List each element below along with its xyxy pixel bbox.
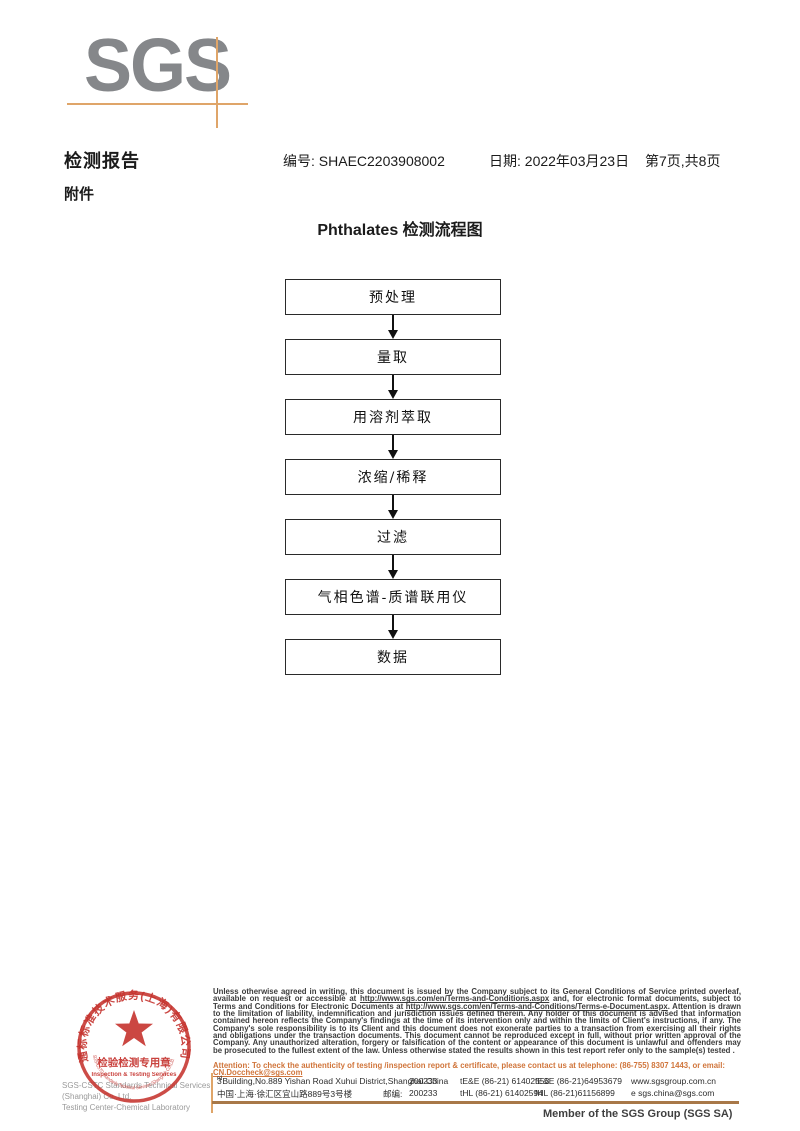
attention-text: Attention: To check the authenticity of …	[213, 1061, 725, 1070]
member-text: Member of the SGS Group (SGS SA)	[543, 1108, 733, 1120]
report-number: 编号: SHAEC2203908002	[283, 153, 445, 169]
stamp-title-cn: 检验检测专用章	[97, 1056, 171, 1069]
flow-step-filter: 过滤	[285, 519, 501, 555]
doccheck-email-link[interactable]: CN.Doccheck@sgs.com	[213, 1068, 303, 1078]
report-title: 检测报告	[64, 151, 140, 171]
flow-step-measure: 量取	[285, 339, 501, 375]
legal-seg3: . Attention is drawn to the limitation o…	[213, 1001, 741, 1055]
attention-note: Attention: To check the authenticity of …	[213, 1062, 741, 1077]
flow-arrow-icon	[285, 375, 501, 399]
footer-divider	[212, 1101, 739, 1104]
legal-text: Unless otherwise agreed in writing, this…	[213, 987, 742, 1055]
e-document-link[interactable]: http://www.sgs.com/en/Terms-and-Conditio…	[405, 1001, 668, 1011]
flowchart: 预处理 量取 用溶剂萃取 浓缩/稀释 过滤 气相色谱-质谱联用仪 数据	[285, 279, 501, 675]
legal-seg2: and, for electronic format documents, su…	[213, 994, 742, 1011]
website-link[interactable]: www.sgsgroup.com.cn	[631, 1076, 717, 1086]
stamp-title-en: Inspection & Testing Services	[92, 1072, 178, 1078]
postcode-label: 邮编:	[383, 1089, 403, 1099]
logo-underline	[67, 103, 248, 105]
legal-seg1: Unless otherwise agreed in writing, this…	[213, 987, 741, 1004]
footer-vertical-line	[211, 1073, 213, 1113]
stamp-ring	[77, 991, 191, 1103]
postcode-cn: 200233	[409, 1088, 438, 1098]
attachment-label: 附件	[64, 186, 95, 203]
phone-hl: tHL (86-21) 61402594	[460, 1088, 543, 1098]
email-link[interactable]: e sgs.china@sgs.com	[631, 1088, 715, 1098]
flow-step-concentrate-dilute: 浓缩/稀释	[285, 459, 501, 495]
flow-arrow-icon	[285, 615, 501, 639]
phone-ee: tE&E (86-21) 61402553	[460, 1076, 550, 1086]
flow-arrow-icon	[285, 315, 501, 339]
sgs-logo: SGS	[84, 24, 232, 108]
flow-step-pretreatment: 预处理	[285, 279, 501, 315]
flow-step-solvent-extraction: 用溶剂萃取	[285, 399, 501, 435]
flow-step-data: 数据	[285, 639, 501, 675]
flow-arrow-icon	[285, 495, 501, 519]
terms-link[interactable]: http://www.sgs.com/en/Terms-and-Conditio…	[359, 994, 550, 1004]
company-name-text: SGS-CSTC Standards Technical Services (S…	[62, 1081, 211, 1101]
inspection-stamp: 通标标准技术服务(上海)有限公司 SGS-CSTC Standards Tech…	[75, 988, 191, 1103]
postcode-en: 200233	[409, 1076, 438, 1086]
flow-step-gcms: 气相色谱-质谱联用仪	[285, 579, 501, 615]
company-name-block: SGS-CSTC Standards Technical Services (S…	[62, 1080, 232, 1113]
stamp-star-icon	[115, 1010, 153, 1047]
page-indicator: 第7页,共8页	[645, 153, 721, 169]
fax-hl: fHL (86-21)61156899	[535, 1088, 615, 1098]
report-date: 日期: 2022年03月23日	[489, 153, 630, 169]
fax-ee: fE&E (86-21)64953679	[535, 1076, 622, 1086]
flow-arrow-icon	[285, 435, 501, 459]
lab-name-text: Testing Center-Chemical Laboratory	[62, 1103, 191, 1112]
address-cn: 中国·上海·徐汇区宜山路889号3号楼	[217, 1089, 353, 1099]
logo-vertical-line	[216, 37, 218, 128]
diagram-title: Phthalates 检测流程图	[317, 222, 483, 239]
flow-arrow-icon	[285, 555, 501, 579]
